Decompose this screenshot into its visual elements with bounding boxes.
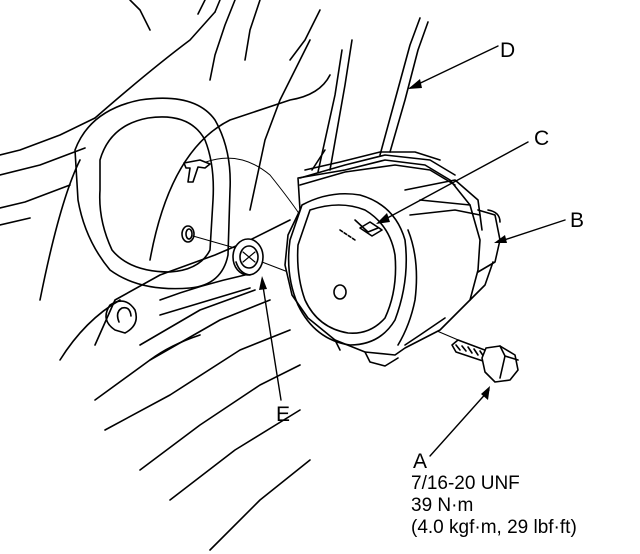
retractor-b [284, 151, 501, 367]
mounting-hole [181, 225, 195, 243]
bolt-torque-alt: (4.0 kgf·m, 29 lbf·ft) [411, 517, 577, 538]
leader-lines [261, 45, 566, 457]
bolt-spec: 7/16-20 UNF 39 N·m (4.0 kgf·m, 29 lbf·ft… [411, 473, 636, 539]
belt-webbing-d [311, 17, 429, 173]
bolt-a [451, 339, 519, 383]
clip-slot [183, 159, 211, 183]
bolt-torque-nm: 39 N·m [411, 495, 474, 516]
washer-e [232, 238, 264, 276]
label-c: C [534, 127, 550, 150]
label-b: B [570, 209, 585, 232]
arrowheads [259, 79, 507, 400]
label-a: A [413, 450, 428, 473]
label-e: E [276, 403, 291, 426]
label-d: D [500, 39, 516, 62]
bolt-thread: 7/16-20 UNF [411, 473, 520, 494]
body-panel [0, 0, 331, 551]
